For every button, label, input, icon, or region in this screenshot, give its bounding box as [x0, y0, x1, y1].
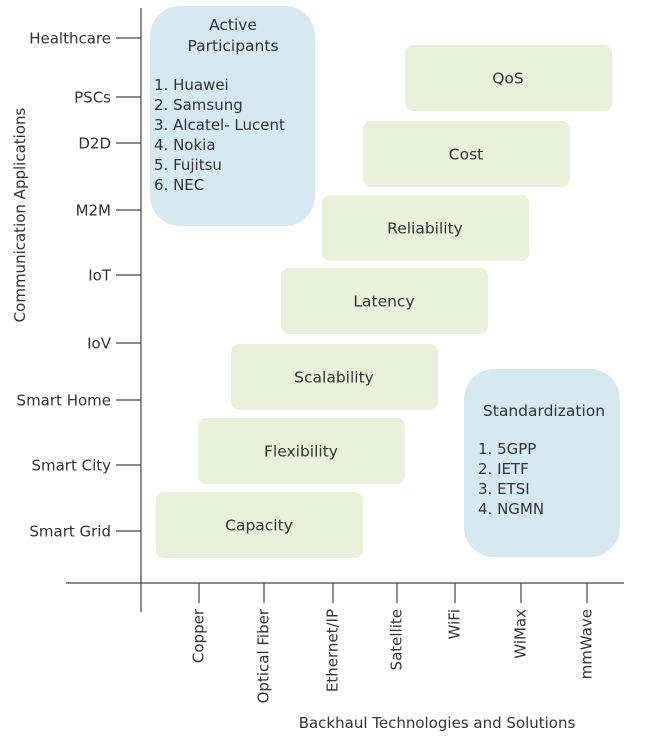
requirement-label-capacity: Capacity	[225, 517, 293, 535]
y-label-iot: IoT	[88, 267, 112, 285]
standard-item-2: 2. IETF	[478, 460, 529, 478]
y-label-smart-home: Smart Home	[17, 392, 111, 410]
requirement-box-flexibility	[198, 418, 405, 484]
x-label-satellite: Satellite	[388, 609, 406, 670]
standard-item-4: 4. NGMN	[478, 500, 544, 518]
participant-item-4: 4. Nokia	[154, 136, 216, 154]
participant-item-3: 3. Alcatel- Lucent	[154, 116, 285, 134]
requirement-label-latency: Latency	[353, 293, 414, 311]
x-label-wimax: WiMax	[512, 609, 530, 659]
participant-item-5: 5. Fujitsu	[154, 156, 222, 174]
y-label-healthcare: Healthcare	[29, 30, 111, 48]
standard-item-3: 3. ETSI	[478, 480, 530, 498]
y-label-iov: IoV	[87, 335, 112, 353]
y-label-m2m: M2M	[76, 202, 111, 220]
standardization-box	[464, 369, 620, 557]
x-label-wifi: WiFi	[446, 609, 464, 639]
y-label-smart-city: Smart City	[31, 457, 111, 475]
x-label-mmwave: mmWave	[578, 609, 596, 679]
standardization-title: Standardization	[483, 402, 605, 420]
requirement-label-qos: QoS	[492, 70, 524, 88]
requirement-box-scalability	[231, 344, 438, 410]
y-axis-title: Communication Applications	[11, 108, 29, 323]
participant-item-6: 6. NEC	[154, 176, 204, 194]
active-participants-title-line-1: Active	[209, 16, 257, 34]
requirement-label-reliability: Reliability	[387, 220, 463, 238]
x-label-ethernet-ip: Ethernet/IP	[324, 609, 342, 692]
y-label-smart-grid: Smart Grid	[29, 523, 111, 541]
active-participants-title-line-2: Participants	[187, 37, 278, 55]
x-label-copper: Copper	[190, 608, 208, 663]
requirement-label-flexibility: Flexibility	[264, 443, 338, 461]
x-label-optical-fiber: Optical Fiber	[255, 608, 273, 703]
x-axis-title: Backhaul Technologies and Solutions	[299, 714, 576, 732]
requirement-box-reliability	[322, 195, 529, 261]
active-participants-box	[150, 6, 315, 226]
standard-item-1: 1. 5GPP	[478, 440, 536, 458]
requirement-box-capacity	[156, 492, 363, 558]
y-label-d2d: D2D	[78, 135, 111, 153]
requirement-box-latency	[281, 268, 488, 334]
participant-item-2: 2. Samsung	[154, 96, 243, 114]
requirement-box-qos	[405, 45, 612, 111]
requirement-label-cost: Cost	[449, 146, 483, 164]
y-label-pscs: PSCs	[74, 89, 111, 107]
participant-item-1: 1. Huawei	[154, 76, 229, 94]
requirement-label-scalability: Scalability	[294, 369, 374, 387]
requirement-box-cost	[363, 121, 570, 187]
